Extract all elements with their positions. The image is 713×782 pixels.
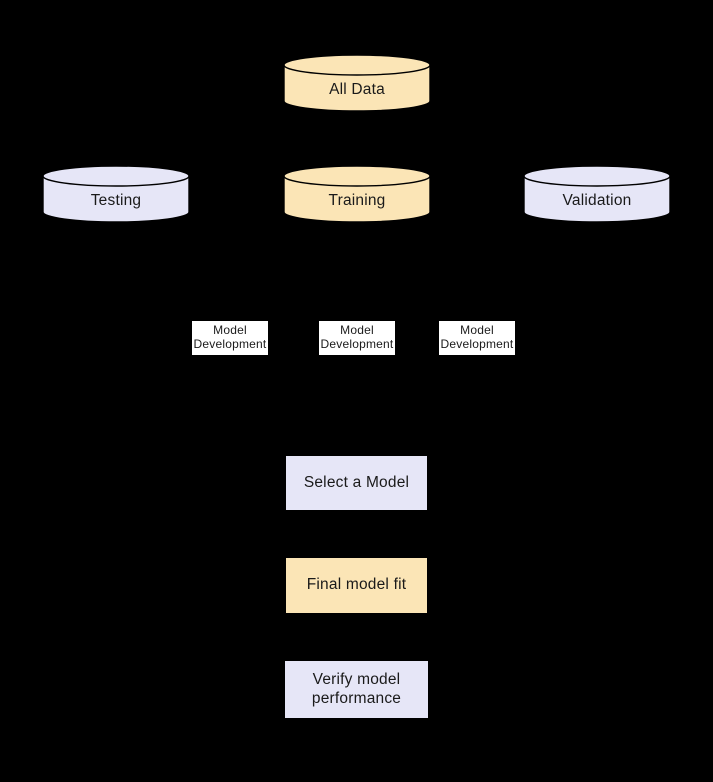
testing-cylinder: Testing: [42, 165, 190, 223]
cylinder-shape-icon: [283, 54, 431, 112]
model-development-box-1: Model Development: [191, 320, 269, 356]
cylinder-shape-icon: [283, 165, 431, 223]
model-development-box-2: Model Development: [318, 320, 396, 356]
all-data-cylinder: All Data: [283, 54, 431, 112]
training-cylinder: Training: [283, 165, 431, 223]
testing-label: Testing: [90, 192, 142, 209]
all-data-label: All Data: [329, 81, 385, 98]
verify-model-performance-box: Verify model performance: [285, 661, 428, 718]
final-model-fit-box: Final model fit: [285, 557, 428, 614]
cylinder-shape-icon: [42, 165, 190, 223]
model-development-box-3: Model Development: [438, 320, 516, 356]
select-a-model-box: Select a Model: [285, 455, 428, 511]
validation-label: Validation: [562, 192, 632, 209]
training-label: Training: [328, 192, 386, 209]
validation-cylinder: Validation: [523, 165, 671, 223]
cylinder-shape-icon: [523, 165, 671, 223]
